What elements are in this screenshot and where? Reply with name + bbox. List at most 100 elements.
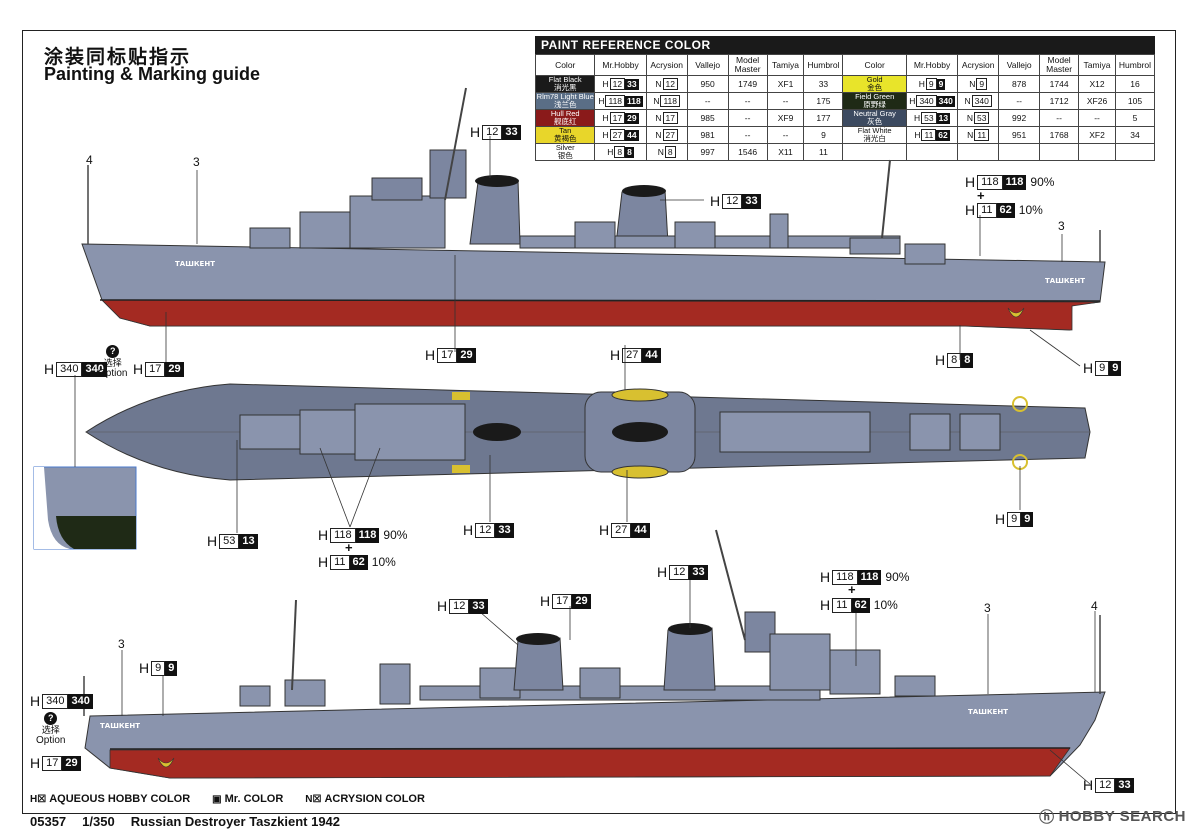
tag-mr-number: 62 bbox=[851, 597, 870, 613]
paint-table-title: PAINT REFERENCE COLOR bbox=[535, 36, 1155, 54]
tag-prefix: H bbox=[610, 347, 621, 363]
tag-prefix: H bbox=[425, 347, 436, 363]
tag-prefix: H bbox=[965, 202, 976, 218]
legend-mr-color: ▣Mr. COLOR bbox=[212, 793, 284, 805]
tag-prefix: H bbox=[30, 693, 41, 709]
tag-mr-number: 33 bbox=[742, 193, 761, 209]
tag-hobby-number: 11 bbox=[330, 554, 350, 570]
mix-plus-sign: + bbox=[977, 188, 985, 203]
tag-mr-number: 33 bbox=[502, 124, 521, 140]
decal-number-3-bottom-bow: 3 bbox=[984, 601, 991, 615]
tag-mr-number: 62 bbox=[349, 554, 368, 570]
option-label-cn: 选择 bbox=[41, 725, 60, 735]
swatch-name: Field Green bbox=[855, 92, 895, 101]
swatch-name: Hull Red bbox=[550, 109, 580, 118]
vallejo-code: 981 bbox=[686, 126, 729, 144]
tag-prefix: H bbox=[470, 124, 481, 140]
tag-prefix: H bbox=[935, 352, 946, 368]
option-marker-bottom: ? 选择 Option bbox=[36, 712, 65, 746]
tag-hobby-number: 12 bbox=[475, 522, 496, 538]
tag-hobby-number: 340 bbox=[42, 693, 69, 709]
ship-profile-bottom: ТАШКЕНТ ТАШКЕНТ bbox=[83, 529, 1106, 779]
tag-mr-number: 33 bbox=[1115, 777, 1134, 793]
mix-plus-sign: + bbox=[848, 582, 856, 597]
swatch-name: Flat White bbox=[857, 126, 892, 135]
tag-mr-number: 9 bbox=[1021, 511, 1034, 527]
leader-lines bbox=[74, 136, 1096, 785]
option-marker-top: ? 选择 Option bbox=[98, 345, 127, 379]
tag-prefix: H bbox=[995, 511, 1006, 527]
ship-profile-top: ТАШКЕНТ ТАШКЕНТ bbox=[81, 87, 1106, 331]
swatch-name-cn: 浅兰色 bbox=[553, 100, 577, 109]
swatch-name: Flat Black bbox=[548, 75, 582, 84]
tag-mr-number: 44 bbox=[631, 522, 650, 538]
page-title-cn: 涂装同标贴指示 bbox=[44, 47, 192, 68]
tag-mr-number: 9 bbox=[165, 660, 178, 676]
tag-hobby-number: 12 bbox=[482, 124, 503, 140]
tag-prefix: H bbox=[133, 361, 144, 377]
tag-mix-percent: 90% bbox=[383, 528, 408, 542]
tag-hobby-number: 12 bbox=[722, 193, 743, 209]
mm-code: 1546 bbox=[727, 143, 768, 161]
tag-mix-percent: 90% bbox=[1030, 175, 1055, 189]
tag-prefix: H bbox=[318, 554, 329, 570]
tag-prefix: H bbox=[30, 755, 41, 771]
tag-hobby-number: 17 bbox=[145, 361, 166, 377]
tag-mr-number: 33 bbox=[689, 564, 708, 580]
tag-prefix: H bbox=[44, 361, 55, 377]
option-label: Option bbox=[98, 368, 128, 379]
swatch-name: Silver bbox=[555, 143, 575, 152]
tag-hobby-number: 53 bbox=[219, 533, 240, 549]
bow-detail-inset bbox=[33, 466, 137, 550]
tag-prefix: H bbox=[1083, 360, 1094, 376]
decal-number-3-bottom-stern: 3 bbox=[118, 637, 125, 651]
tag-prefix: H bbox=[1083, 777, 1094, 793]
swatch-name-cn: 消光白 bbox=[863, 134, 886, 143]
swatch-name: Rlm78 Light Blue bbox=[536, 92, 594, 101]
vallejo-code: 997 bbox=[686, 143, 729, 161]
tag-hobby-number: 9 bbox=[1007, 511, 1022, 527]
decal-number-4-top: 4 bbox=[86, 153, 93, 167]
watermark-logo-icon: ⓗ bbox=[1039, 809, 1055, 826]
tag-mix-percent: 10% bbox=[873, 598, 898, 612]
tag-prefix: H bbox=[139, 660, 150, 676]
swatch-name-cn: 黄褐色 bbox=[553, 134, 577, 143]
mm-code: 1712 bbox=[1039, 92, 1080, 110]
tag-hobby-number: 11 bbox=[977, 202, 997, 218]
tag-mr-number: 9 bbox=[1109, 360, 1122, 376]
swatch-name: Neutral Gray bbox=[853, 109, 896, 118]
tag-hobby-number: 340 bbox=[56, 361, 83, 377]
kit-code: 05357 bbox=[30, 814, 67, 829]
swatch-name-cn: 银色 bbox=[557, 151, 573, 160]
color-legend: H☒AQUEOUS HOBBY COLOR ▣Mr. COLOR N☒ACRYS… bbox=[30, 793, 425, 805]
option-label-cn: 选择 bbox=[103, 358, 122, 368]
watermark: ⓗ HOBBY SEARCH bbox=[1039, 808, 1186, 826]
tag-mr-number: 13 bbox=[239, 533, 258, 549]
tag-mr-number: 8 bbox=[961, 352, 974, 368]
tag-hobby-number: 118 bbox=[330, 527, 356, 543]
tag-prefix: H bbox=[540, 593, 551, 609]
